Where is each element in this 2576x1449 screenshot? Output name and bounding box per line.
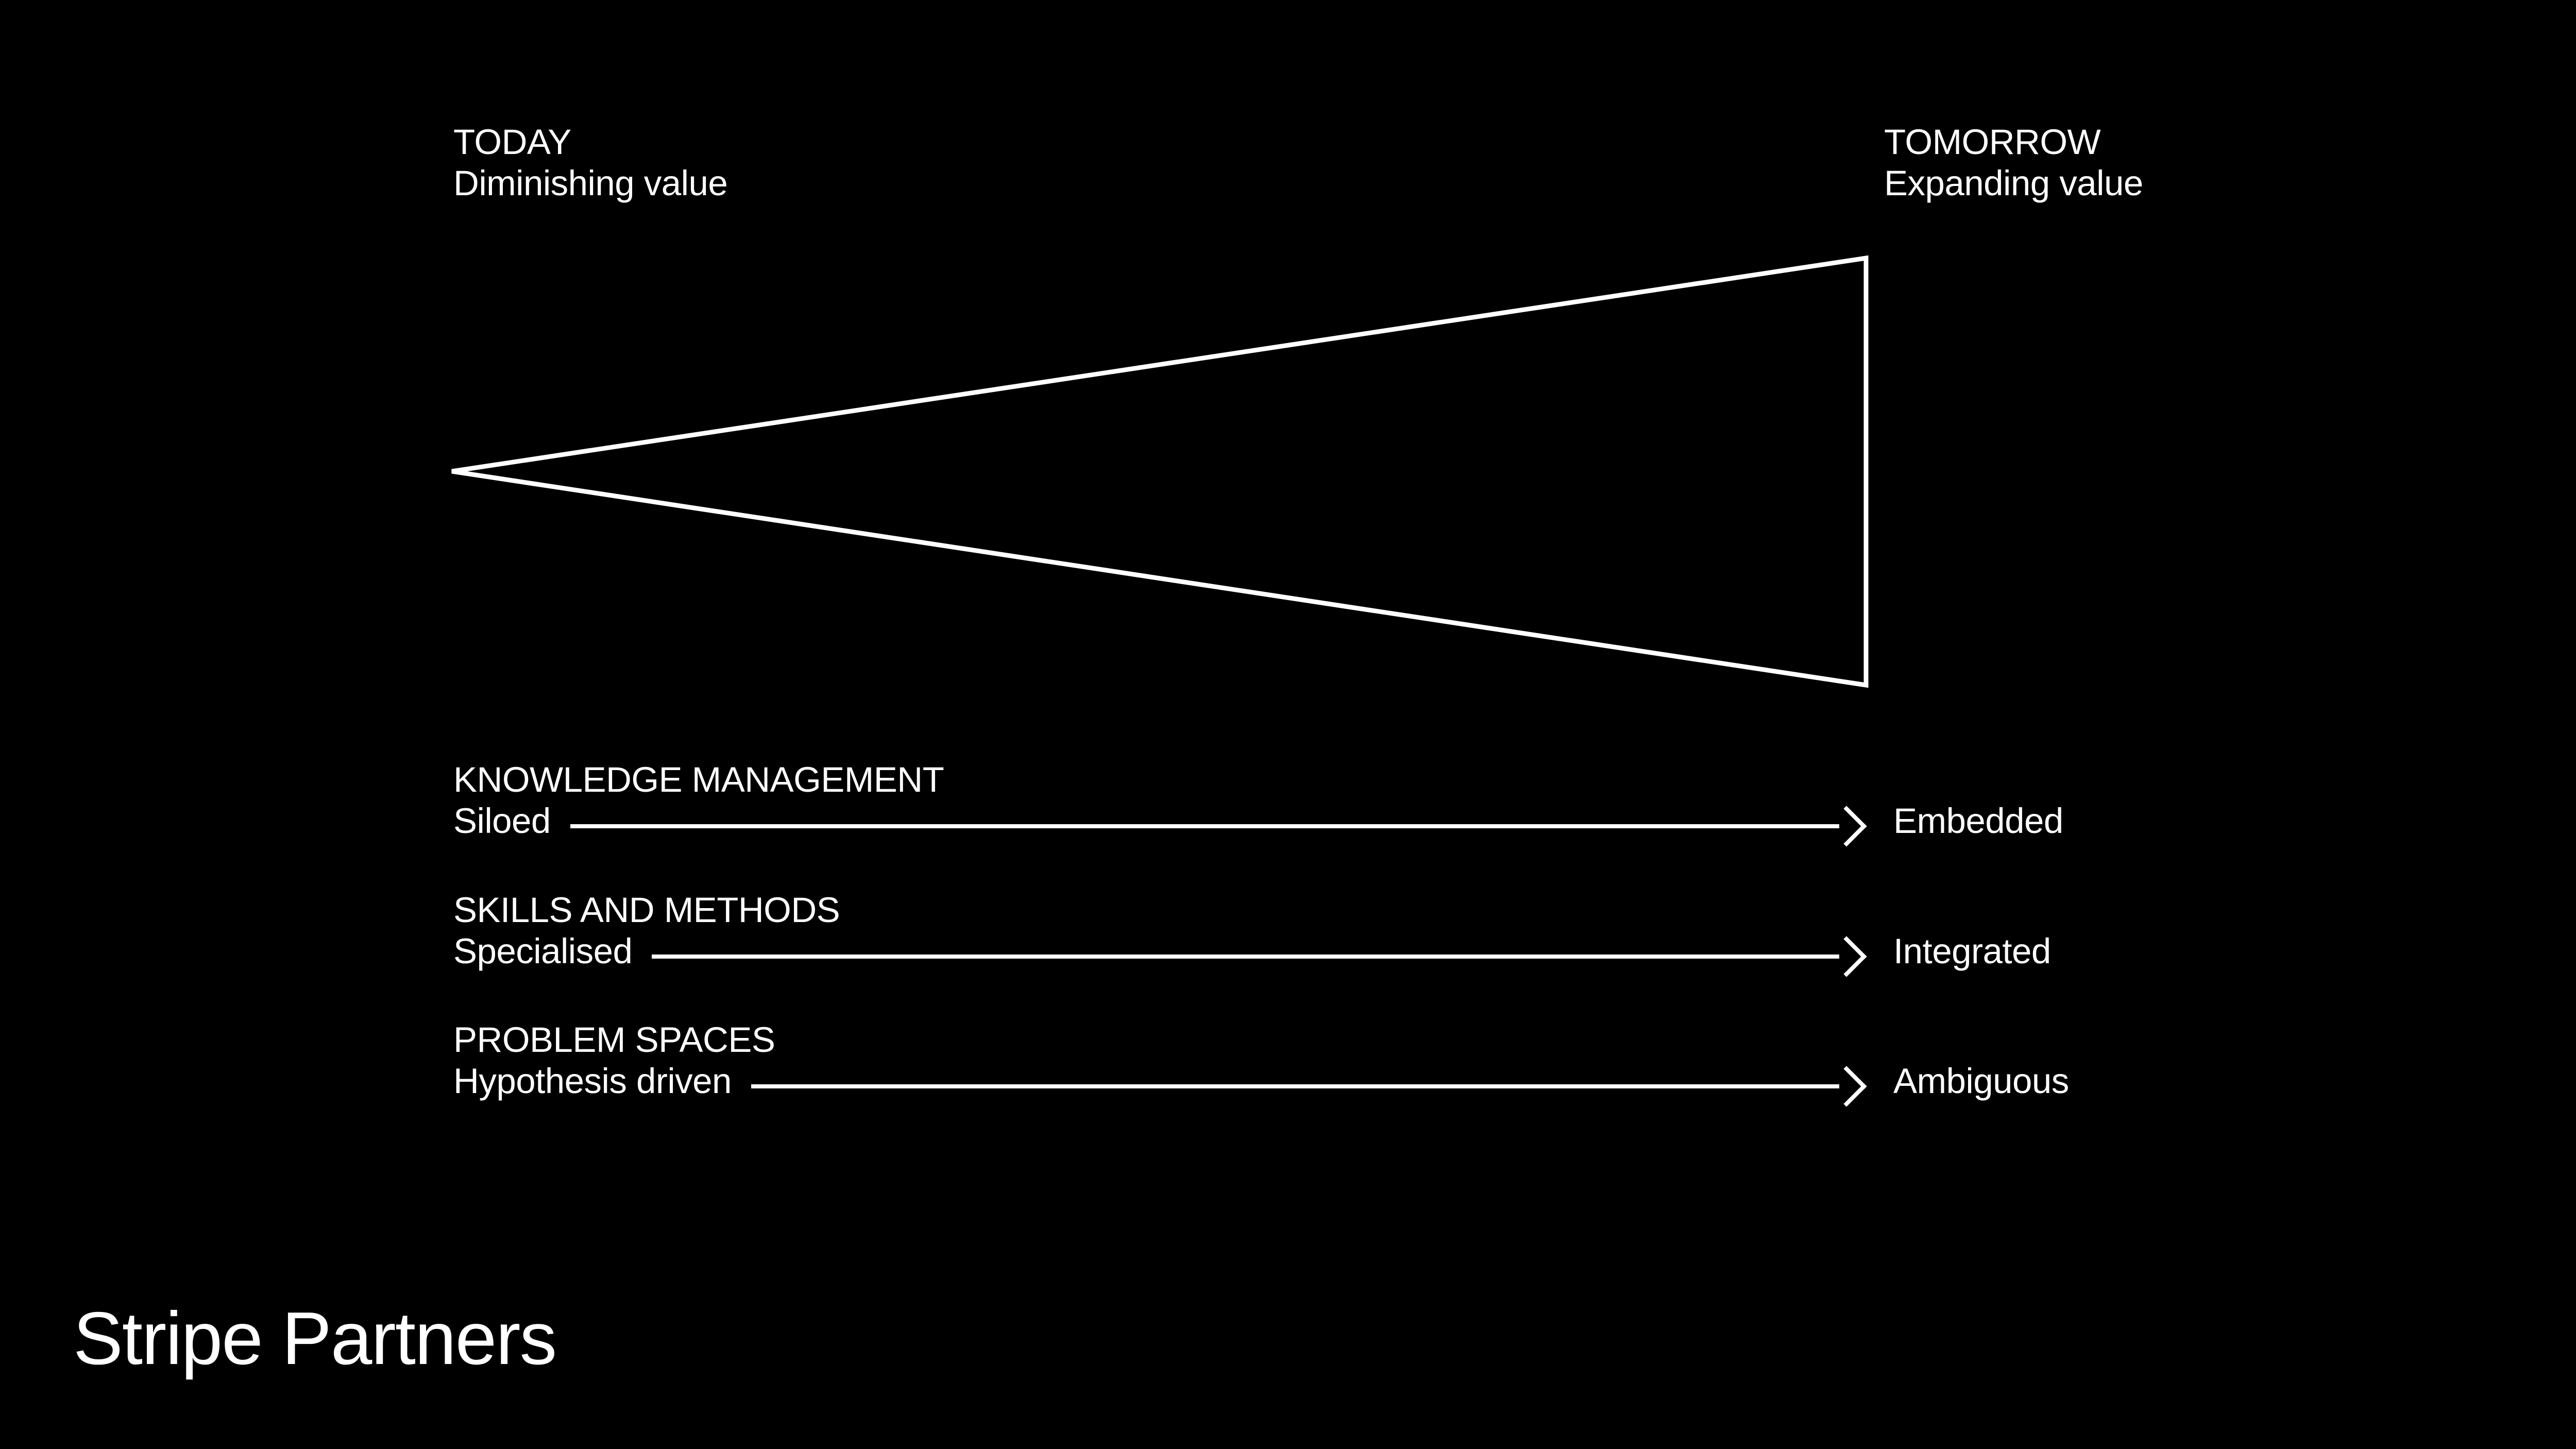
tomorrow-header: TOMORROW Expanding value [1884,122,2143,204]
from-label: Specialised [453,931,633,971]
from-label: Siloed [453,801,551,841]
arrow-shaft [652,954,1839,959]
today-header: TODAY Diminishing value [453,122,728,204]
to-label: Ambiguous [1893,1061,2069,1101]
today-title: TODAY [453,122,571,162]
tomorrow-title: TOMORROW [1884,122,2101,162]
arrow-right-icon [1826,936,1867,977]
arrow-shaft [570,824,1839,828]
transition-arrow: Siloed [453,800,1867,847]
today-subtitle: Diminishing value [453,163,728,203]
from-label: Hypothesis driven [453,1061,732,1101]
axis-row-problem-spaces: PROBLEM SPACES Hypothesis driven Ambiguo… [453,1019,2257,1107]
transition-arrow: Specialised [453,931,1867,977]
axis-row-knowledge-management: KNOWLEDGE MANAGEMENT Siloed Embedded [453,759,2257,847]
stripe-partners-logo: Stripe Partners [73,1297,557,1380]
arrow-shaft [751,1084,1839,1088]
row-title: SKILLS AND METHODS [453,890,840,930]
row-title: PROBLEM SPACES [453,1020,775,1060]
axis-row-skills-and-methods: SKILLS AND METHODS Specialised Integrate… [453,890,2257,977]
transition-arrow: Hypothesis driven [453,1061,1867,1107]
arrow-right-icon [1826,806,1867,847]
tomorrow-subtitle: Expanding value [1884,163,2143,203]
to-label: Embedded [1893,801,2063,841]
row-title: KNOWLEDGE MANAGEMENT [453,760,944,799]
to-label: Integrated [1893,931,2051,971]
arrow-right-icon [1826,1066,1867,1107]
